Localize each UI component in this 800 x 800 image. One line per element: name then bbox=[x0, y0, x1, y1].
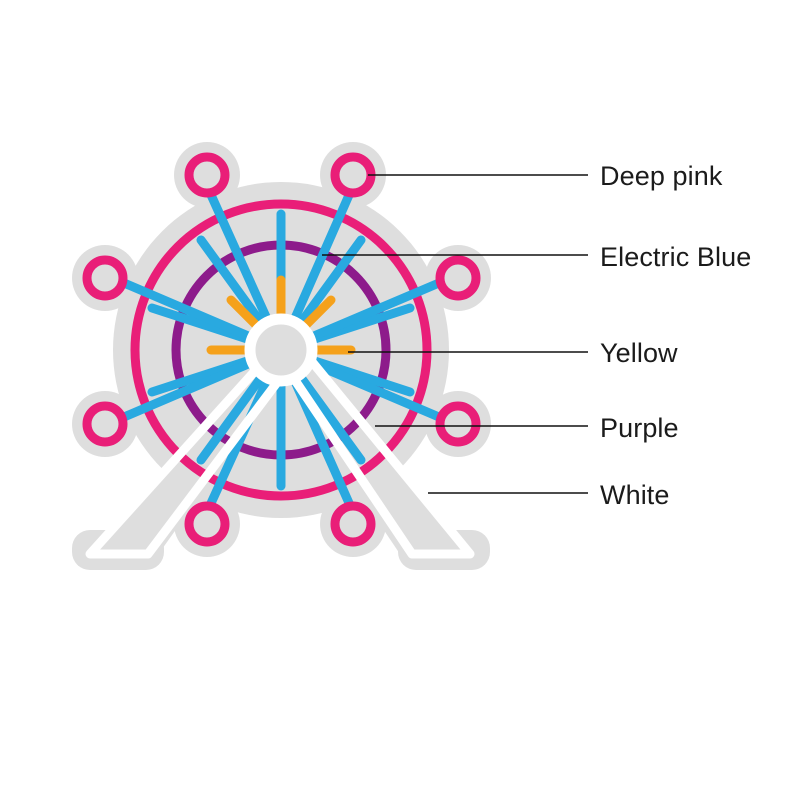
cabin-bottom-right bbox=[330, 501, 376, 547]
cabin-bottom-left bbox=[184, 501, 230, 547]
hub-ring-white bbox=[244, 313, 318, 387]
cabins-deep-pink bbox=[82, 152, 481, 547]
callout-labels: Deep pink Electric Blue Yellow Purple Wh… bbox=[600, 161, 751, 510]
cabin-lower-right bbox=[435, 401, 481, 447]
outer-rim-deep-pink bbox=[130, 199, 432, 501]
hub-rays-yellow bbox=[206, 275, 356, 355]
cabin-top-right bbox=[330, 152, 376, 198]
callout-label-electric-blue: Electric Blue bbox=[600, 242, 751, 272]
callout-label-purple: Purple bbox=[600, 413, 679, 443]
callout-leader-lines bbox=[322, 174, 588, 494]
cabin-upper-left bbox=[82, 255, 128, 301]
cabin-top-left bbox=[184, 152, 230, 198]
cabin-upper-right bbox=[435, 255, 481, 301]
callout-label-white: White bbox=[600, 480, 670, 510]
cabin-lower-left bbox=[82, 401, 128, 447]
callout-label-yellow: Yellow bbox=[600, 338, 678, 368]
callout-label-deep-pink: Deep pink bbox=[600, 161, 723, 191]
